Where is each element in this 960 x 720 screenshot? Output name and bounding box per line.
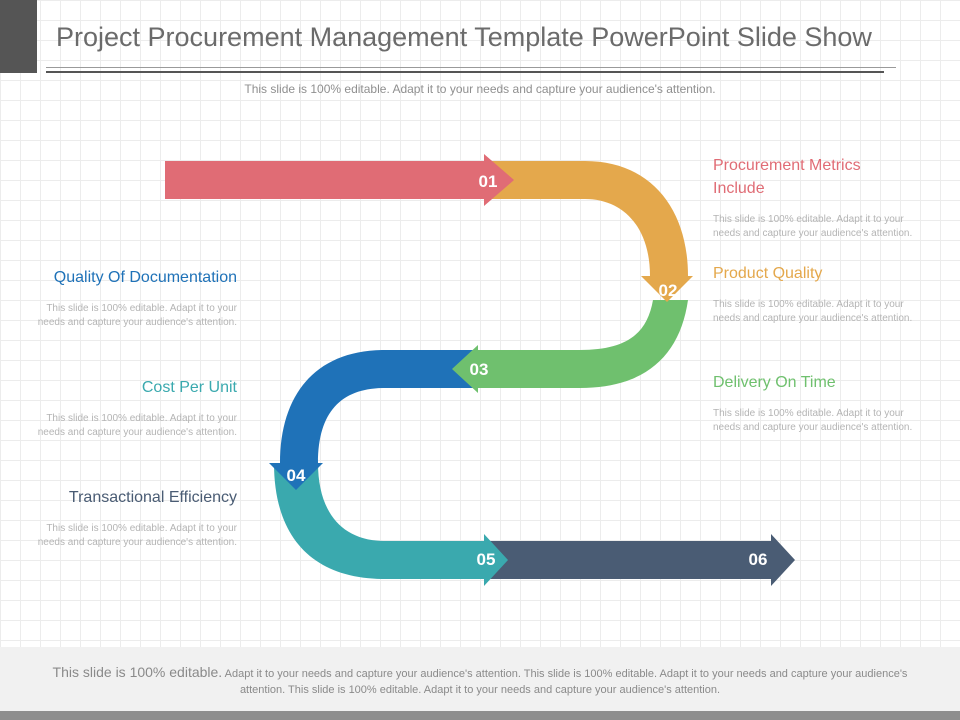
item-description: This slide is 100% editable. Adapt it to… [713, 214, 913, 239]
right-item: Procurement Metrics Include This slide i… [713, 154, 913, 241]
item-description: This slide is 100% editable. Adapt it to… [37, 413, 237, 438]
step-05-number: 05 [477, 550, 496, 569]
left-item: Quality Of Documentation This slide is 1… [37, 266, 237, 330]
title-divider-bold [46, 71, 884, 73]
step-03-number: 03 [470, 360, 489, 379]
item-title: Procurement Metrics Include [713, 157, 861, 197]
footer-body: Adapt it to your needs and capture your … [224, 668, 908, 696]
corner-accent [0, 0, 37, 73]
step-04-number: 04 [287, 466, 306, 485]
item-description: This slide is 100% editable. Adapt it to… [713, 408, 913, 433]
item-title: Quality Of Documentation [53, 269, 237, 286]
right-item: Product Quality This slide is 100% edita… [713, 262, 913, 326]
bottom-bar [0, 711, 960, 720]
item-title: Product Quality [713, 265, 823, 282]
footer-lead: This slide is 100% editable. [52, 664, 223, 680]
item-description: This slide is 100% editable. Adapt it to… [713, 299, 913, 324]
footer-band: This slide is 100% editable. Adapt it to… [0, 647, 960, 711]
step-03-segment [452, 300, 688, 393]
item-title: Cost Per Unit [141, 379, 237, 396]
page-title: Project Procurement Management Template … [56, 22, 872, 52]
item-description: This slide is 100% editable. Adapt it to… [37, 303, 237, 328]
title-divider [46, 67, 896, 68]
step-05-segment [274, 463, 508, 586]
footer-text: This slide is 100% editable. Adapt it to… [30, 664, 930, 698]
step-01-segment [165, 154, 514, 206]
left-item: Transactional Efficiency This slide is 1… [37, 486, 237, 550]
left-item: Cost Per Unit This slide is 100% editabl… [37, 376, 237, 440]
step-06-number: 06 [749, 550, 768, 569]
step-01-number: 01 [479, 172, 498, 191]
page-subtitle: This slide is 100% editable. Adapt it to… [244, 82, 716, 96]
item-description: This slide is 100% editable. Adapt it to… [37, 523, 237, 548]
step-02-number: 02 [659, 281, 678, 300]
item-title: Transactional Efficiency [68, 489, 237, 506]
step-02-segment [488, 161, 693, 302]
step-04-segment [269, 350, 478, 490]
right-item: Delivery On Time This slide is 100% edit… [713, 371, 913, 435]
step-06-segment [484, 534, 795, 586]
item-title: Delivery On Time [713, 374, 836, 391]
